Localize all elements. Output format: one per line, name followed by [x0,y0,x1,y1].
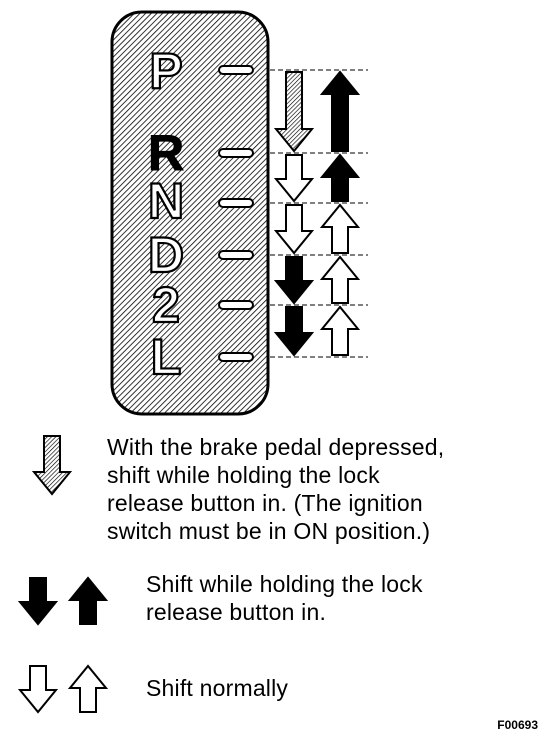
shift-position-r: R [148,125,184,181]
figure-id: F00693 [497,718,538,732]
legend-text-solid: Shift while holding the lock release but… [146,571,423,625]
outline-up-arrow-icon [319,255,361,304]
position-marker [218,300,254,310]
shift-gate-panel [110,10,270,416]
shift-position-d: D [148,227,184,283]
solid-down-arrow-icon [273,256,315,305]
position-marker [218,250,254,260]
shift-position-2: 2 [152,277,180,333]
legend-text-outline: Shift normally [146,675,289,701]
legend-solid-down-arrow-icon [17,577,59,626]
legend-outline-up-arrow-icon [67,664,109,713]
outline-up-arrow-icon [319,203,361,254]
solid-up-arrow-icon [319,70,361,152]
outline-down-arrow-icon [273,154,315,203]
solid-up-arrow-icon [319,153,361,202]
hatched-down-arrow-icon [273,71,315,153]
position-marker [218,65,254,75]
outline-up-arrow-icon [319,305,361,356]
shift-position-p: P [149,43,182,99]
legend-hatched-arrow-icon [31,435,73,496]
legend-solid-up-arrow-icon [67,576,109,625]
outline-down-arrow-icon [273,204,315,255]
position-marker [218,198,254,208]
legend-outline-down-arrow-icon [17,665,59,714]
solid-down-arrow-icon [273,306,315,357]
legend-text-hatched: With the brake pedal depressed, shift wh… [107,434,445,544]
position-marker [218,148,254,158]
position-marker [218,352,254,362]
shift-position-l: L [151,329,182,385]
shift-position-n: N [148,173,184,229]
